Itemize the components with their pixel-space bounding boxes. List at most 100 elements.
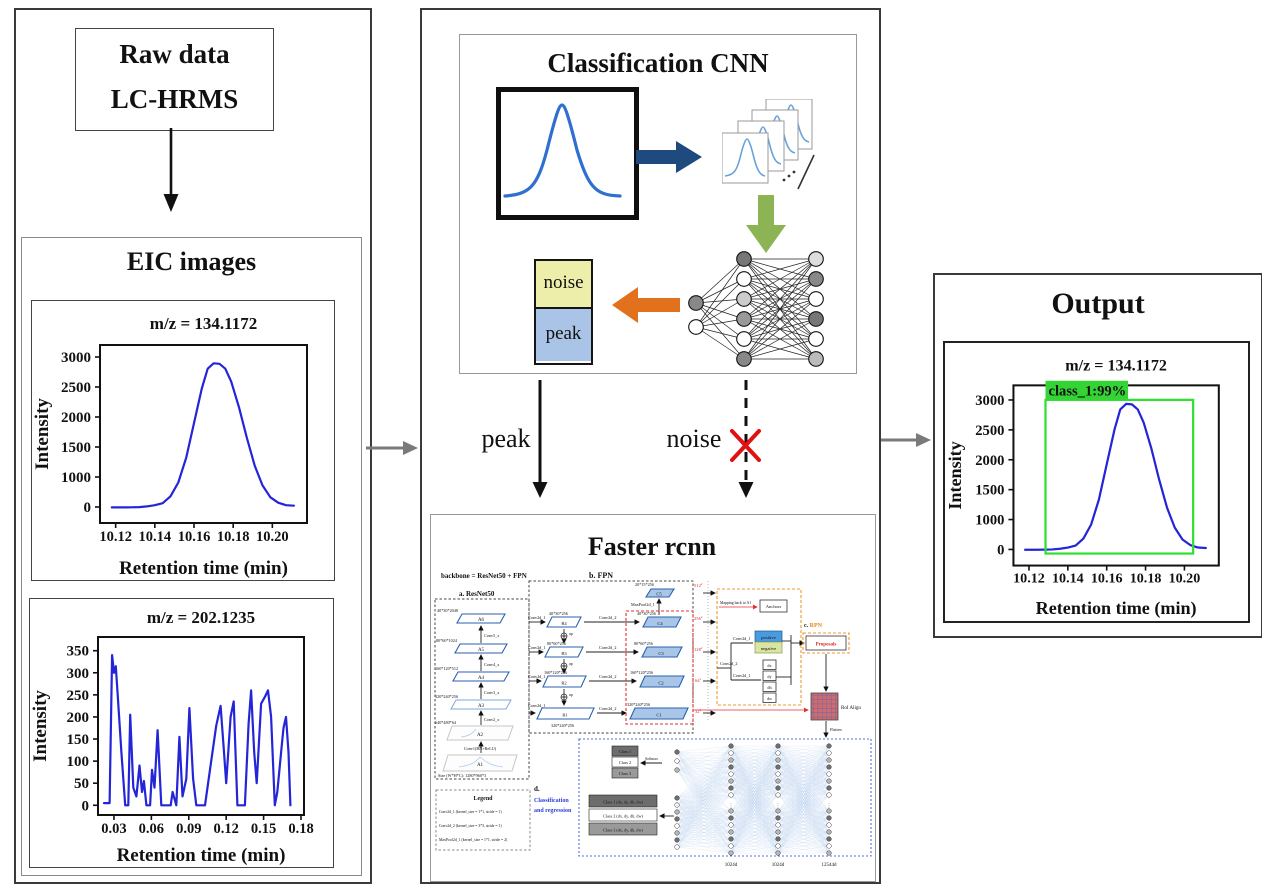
svg-text:3000: 3000 [975, 393, 1004, 409]
svg-text:10.20: 10.20 [1169, 571, 1201, 587]
svg-text:C4: C4 [657, 621, 663, 626]
cls-reg-box [578, 738, 872, 857]
svg-text:2562: 2562 [694, 615, 703, 621]
svg-text:Conv5_x: Conv5_x [484, 633, 500, 638]
svg-text:Conv3_x: Conv3_x [484, 690, 500, 695]
svg-text:C1: C1 [656, 713, 662, 718]
svg-text:MaxPool2d_1 (kernel_size = 1*1: MaxPool2d_1 (kernel_size = 1*1, stride =… [439, 838, 508, 843]
feature-map-stack-icon [722, 99, 815, 190]
svg-text:Class 3: Class 3 [619, 771, 631, 776]
svg-text:10.12: 10.12 [99, 529, 132, 545]
svg-text:Conv2d_1: Conv2d_1 [528, 674, 545, 679]
legend-title: Legend [473, 796, 493, 802]
svg-text:80*60*256: 80*60*256 [547, 641, 566, 646]
svg-text:80*60*1024: 80*60*1024 [436, 638, 458, 643]
raw-data-line2: LC-HRMS [110, 84, 239, 114]
svg-text:Conv4_x: Conv4_x [484, 662, 500, 667]
resnet-box [434, 598, 530, 780]
svg-text:C5: C5 [656, 592, 662, 597]
svg-text:1500: 1500 [61, 440, 91, 456]
cnn-to-output-arrow-icon [881, 433, 931, 447]
fpn-output-box [625, 610, 694, 725]
fc-network-icon: ⋮⋮⋮⋮ [674, 743, 832, 856]
svg-text:40*30*256: 40*30*256 [549, 611, 568, 616]
svg-text:40*30*2048: 40*30*2048 [437, 608, 458, 613]
svg-text:Intensity: Intensity [30, 690, 51, 762]
svg-text:m/z = 134.1172: m/z = 134.1172 [1065, 357, 1167, 374]
svg-text:1024d: 1024d [725, 863, 738, 868]
svg-text:1000: 1000 [975, 513, 1004, 529]
svg-text:Retention time (min): Retention time (min) [119, 558, 288, 579]
svg-text:0.03: 0.03 [101, 821, 126, 837]
input-size-label: Size (W*H*C): 1280*960*3 [438, 773, 486, 778]
noise-branch-label: noise [666, 424, 722, 453]
svg-text:50: 50 [74, 776, 89, 792]
svg-text:Conv1(BN+ReLU): Conv1(BN+ReLU) [464, 746, 497, 751]
svg-text:Conv2d_1: Conv2d_1 [528, 615, 545, 620]
svg-text:Conv2d_1: Conv2d_1 [733, 636, 750, 641]
svg-text:Conv2d_1: Conv2d_1 [528, 645, 545, 650]
svg-text:5122: 5122 [694, 582, 703, 588]
svg-text:negative: negative [761, 646, 777, 651]
raw-data-line1: Raw data [119, 39, 230, 69]
cls-section-label: d. [534, 785, 540, 793]
svg-text:A1: A1 [477, 763, 484, 768]
svg-text:150: 150 [67, 732, 90, 748]
roi-align-label: RoI Align [841, 706, 861, 711]
classification-cnn-title: Classification CNN [547, 48, 769, 78]
svg-text:1282: 1282 [694, 646, 703, 652]
svg-text:Class 3 (dx, dy, dh, dw): Class 3 (dx, dy, dh, dw) [603, 827, 643, 833]
peak-curve-icon [503, 103, 622, 198]
svg-text:100: 100 [67, 754, 90, 770]
svg-text:A3: A3 [478, 704, 485, 709]
svg-text:0.18: 0.18 [288, 821, 313, 837]
svg-text:322: 322 [695, 708, 702, 714]
svg-text:⋮: ⋮ [827, 803, 832, 809]
output-title: Output [1051, 287, 1145, 320]
svg-text:Conv2d_1 (kernel_size = 1*1, s: Conv2d_1 (kernel_size = 1*1, stride = 1) [439, 810, 502, 815]
svg-text:250: 250 [67, 688, 90, 704]
svg-text:200: 200 [67, 710, 90, 726]
svg-text:Conv2d_2: Conv2d_2 [599, 615, 616, 620]
svg-text:up: up [569, 693, 573, 697]
backbone-note: backbone = ResNet50 + FPN [441, 572, 527, 580]
svg-text:1500: 1500 [975, 483, 1004, 499]
raw-data-box: Raw data LC-HRMS [75, 28, 274, 131]
neural-network-icon [688, 251, 824, 367]
svg-text:Anchors: Anchors [766, 604, 782, 609]
svg-text:160*120*512: 160*120*512 [435, 666, 458, 671]
faster-rcnn-title: Faster rcnn [588, 532, 717, 561]
svg-text:10.14: 10.14 [1052, 571, 1084, 587]
svg-text:160*120*256: 160*120*256 [630, 670, 653, 675]
eic-peak-image [496, 87, 639, 220]
svg-text:0.12: 0.12 [214, 821, 239, 837]
svg-text:C3: C3 [658, 651, 664, 656]
svg-text:3000: 3000 [61, 350, 91, 366]
svg-text:up: up [569, 662, 573, 666]
svg-text:40*30*256: 40*30*256 [637, 611, 656, 616]
svg-text:12544d: 12544d [822, 863, 838, 868]
svg-text:m/z = 202.1235: m/z = 202.1235 [147, 608, 255, 627]
svg-text:1024d: 1024d [772, 863, 785, 868]
svg-text:300: 300 [67, 666, 90, 682]
svg-text:10.20: 10.20 [256, 529, 289, 545]
faster-rcnn-panel: Faster rcnn backbone = ResNet50 + FPN b.… [430, 514, 876, 882]
noise-score-cell: noise [536, 261, 591, 309]
softmax-arrow-icon [612, 287, 680, 323]
resnet-section-label: a. ResNet50 [459, 590, 495, 598]
svg-text:0.06: 0.06 [139, 821, 164, 837]
svg-text:320*240*256: 320*240*256 [551, 723, 574, 728]
svg-text:B4: B4 [561, 621, 567, 626]
svg-text:class_1:99%: class_1:99% [1049, 383, 1127, 399]
proposals-box: Proposals [816, 643, 837, 648]
eic-to-cnn-arrow-icon [366, 441, 418, 455]
svg-text:2000: 2000 [975, 453, 1004, 469]
svg-text:0: 0 [997, 542, 1004, 558]
svg-text:Conv2d_2: Conv2d_2 [720, 661, 737, 666]
svg-text:B2: B2 [561, 681, 567, 686]
svg-text:dh: dh [767, 685, 772, 690]
svg-text:Class 1 (dx, dy, dh, dw): Class 1 (dx, dy, dh, dw) [603, 799, 643, 805]
